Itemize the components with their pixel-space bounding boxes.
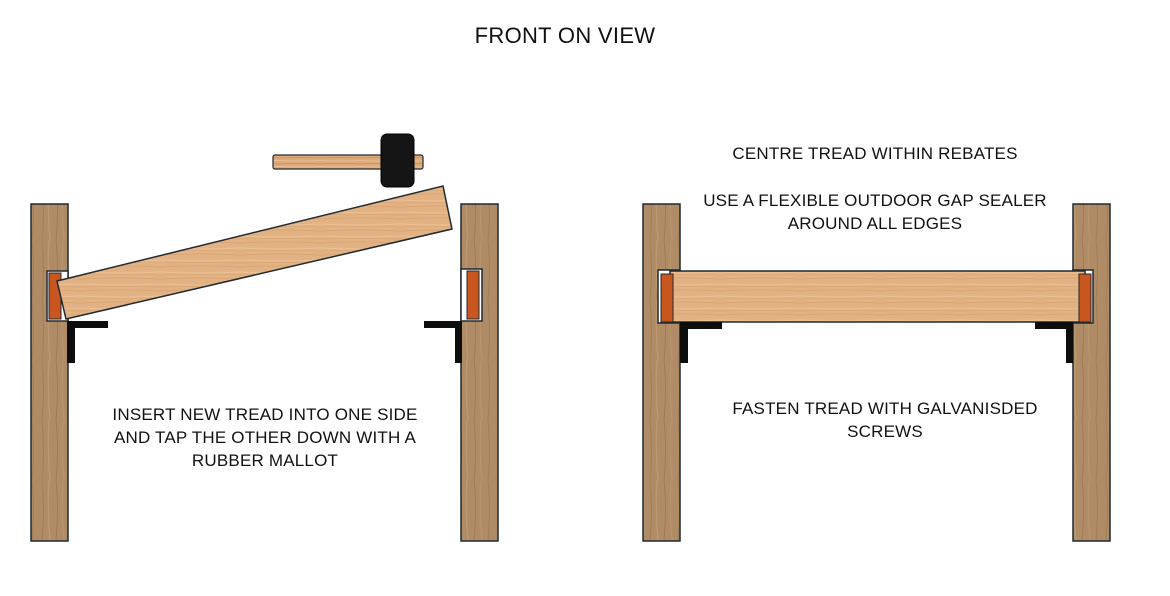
mallet-head [380,133,415,188]
right-rebate-strip [466,270,480,320]
fasten-tread-note: FASTEN TREAD WITH GALVANISDED SCREWS [720,397,1050,443]
rubber-mallet-icon [272,133,424,188]
right-panel-right-rebate-strip [1078,273,1092,323]
fasten-tread-line-2: SCREWS [847,422,923,441]
right-panel-right-bracket [1035,322,1073,363]
insert-instruction-line-1: INSERT NEW TREAD INTO ONE SIDE [112,405,418,424]
left-post [30,203,69,542]
fasten-tread-line-1: FASTEN TREAD WITH GALVANISDED [732,399,1038,418]
right-panel [642,203,1111,542]
insert-instruction-line-3: RUBBER MALLOT [191,451,339,470]
gap-sealer-line-1: USE A FLEXIBLE OUTDOOR GAP SEALER [703,191,1047,210]
left-angle-bracket [67,321,108,363]
centre-tread-note: CENTRE TREAD WITHIN REBATES [732,144,1018,163]
right-panel-left-rebate-strip [660,273,674,323]
right-post [460,203,499,542]
gap-sealer-line-2: AROUND ALL EDGES [787,214,963,233]
right-angle-bracket [424,321,462,363]
tilted-tread [56,185,453,320]
seated-tread [669,270,1086,323]
right-panel-left-post [642,203,681,542]
gap-sealer-note: USE A FLEXIBLE OUTDOOR GAP SEALER AROUND… [695,189,1055,235]
insert-instruction: INSERT NEW TREAD INTO ONE SIDE AND TAP T… [100,403,430,472]
right-panel-right-post [1072,203,1111,542]
right-panel-left-bracket [680,322,722,363]
insert-instruction-line-2: AND TAP THE OTHER DOWN WITH A [113,428,417,447]
left-panel [30,133,499,542]
diagram-title: FRONT ON VIEW [474,23,656,48]
